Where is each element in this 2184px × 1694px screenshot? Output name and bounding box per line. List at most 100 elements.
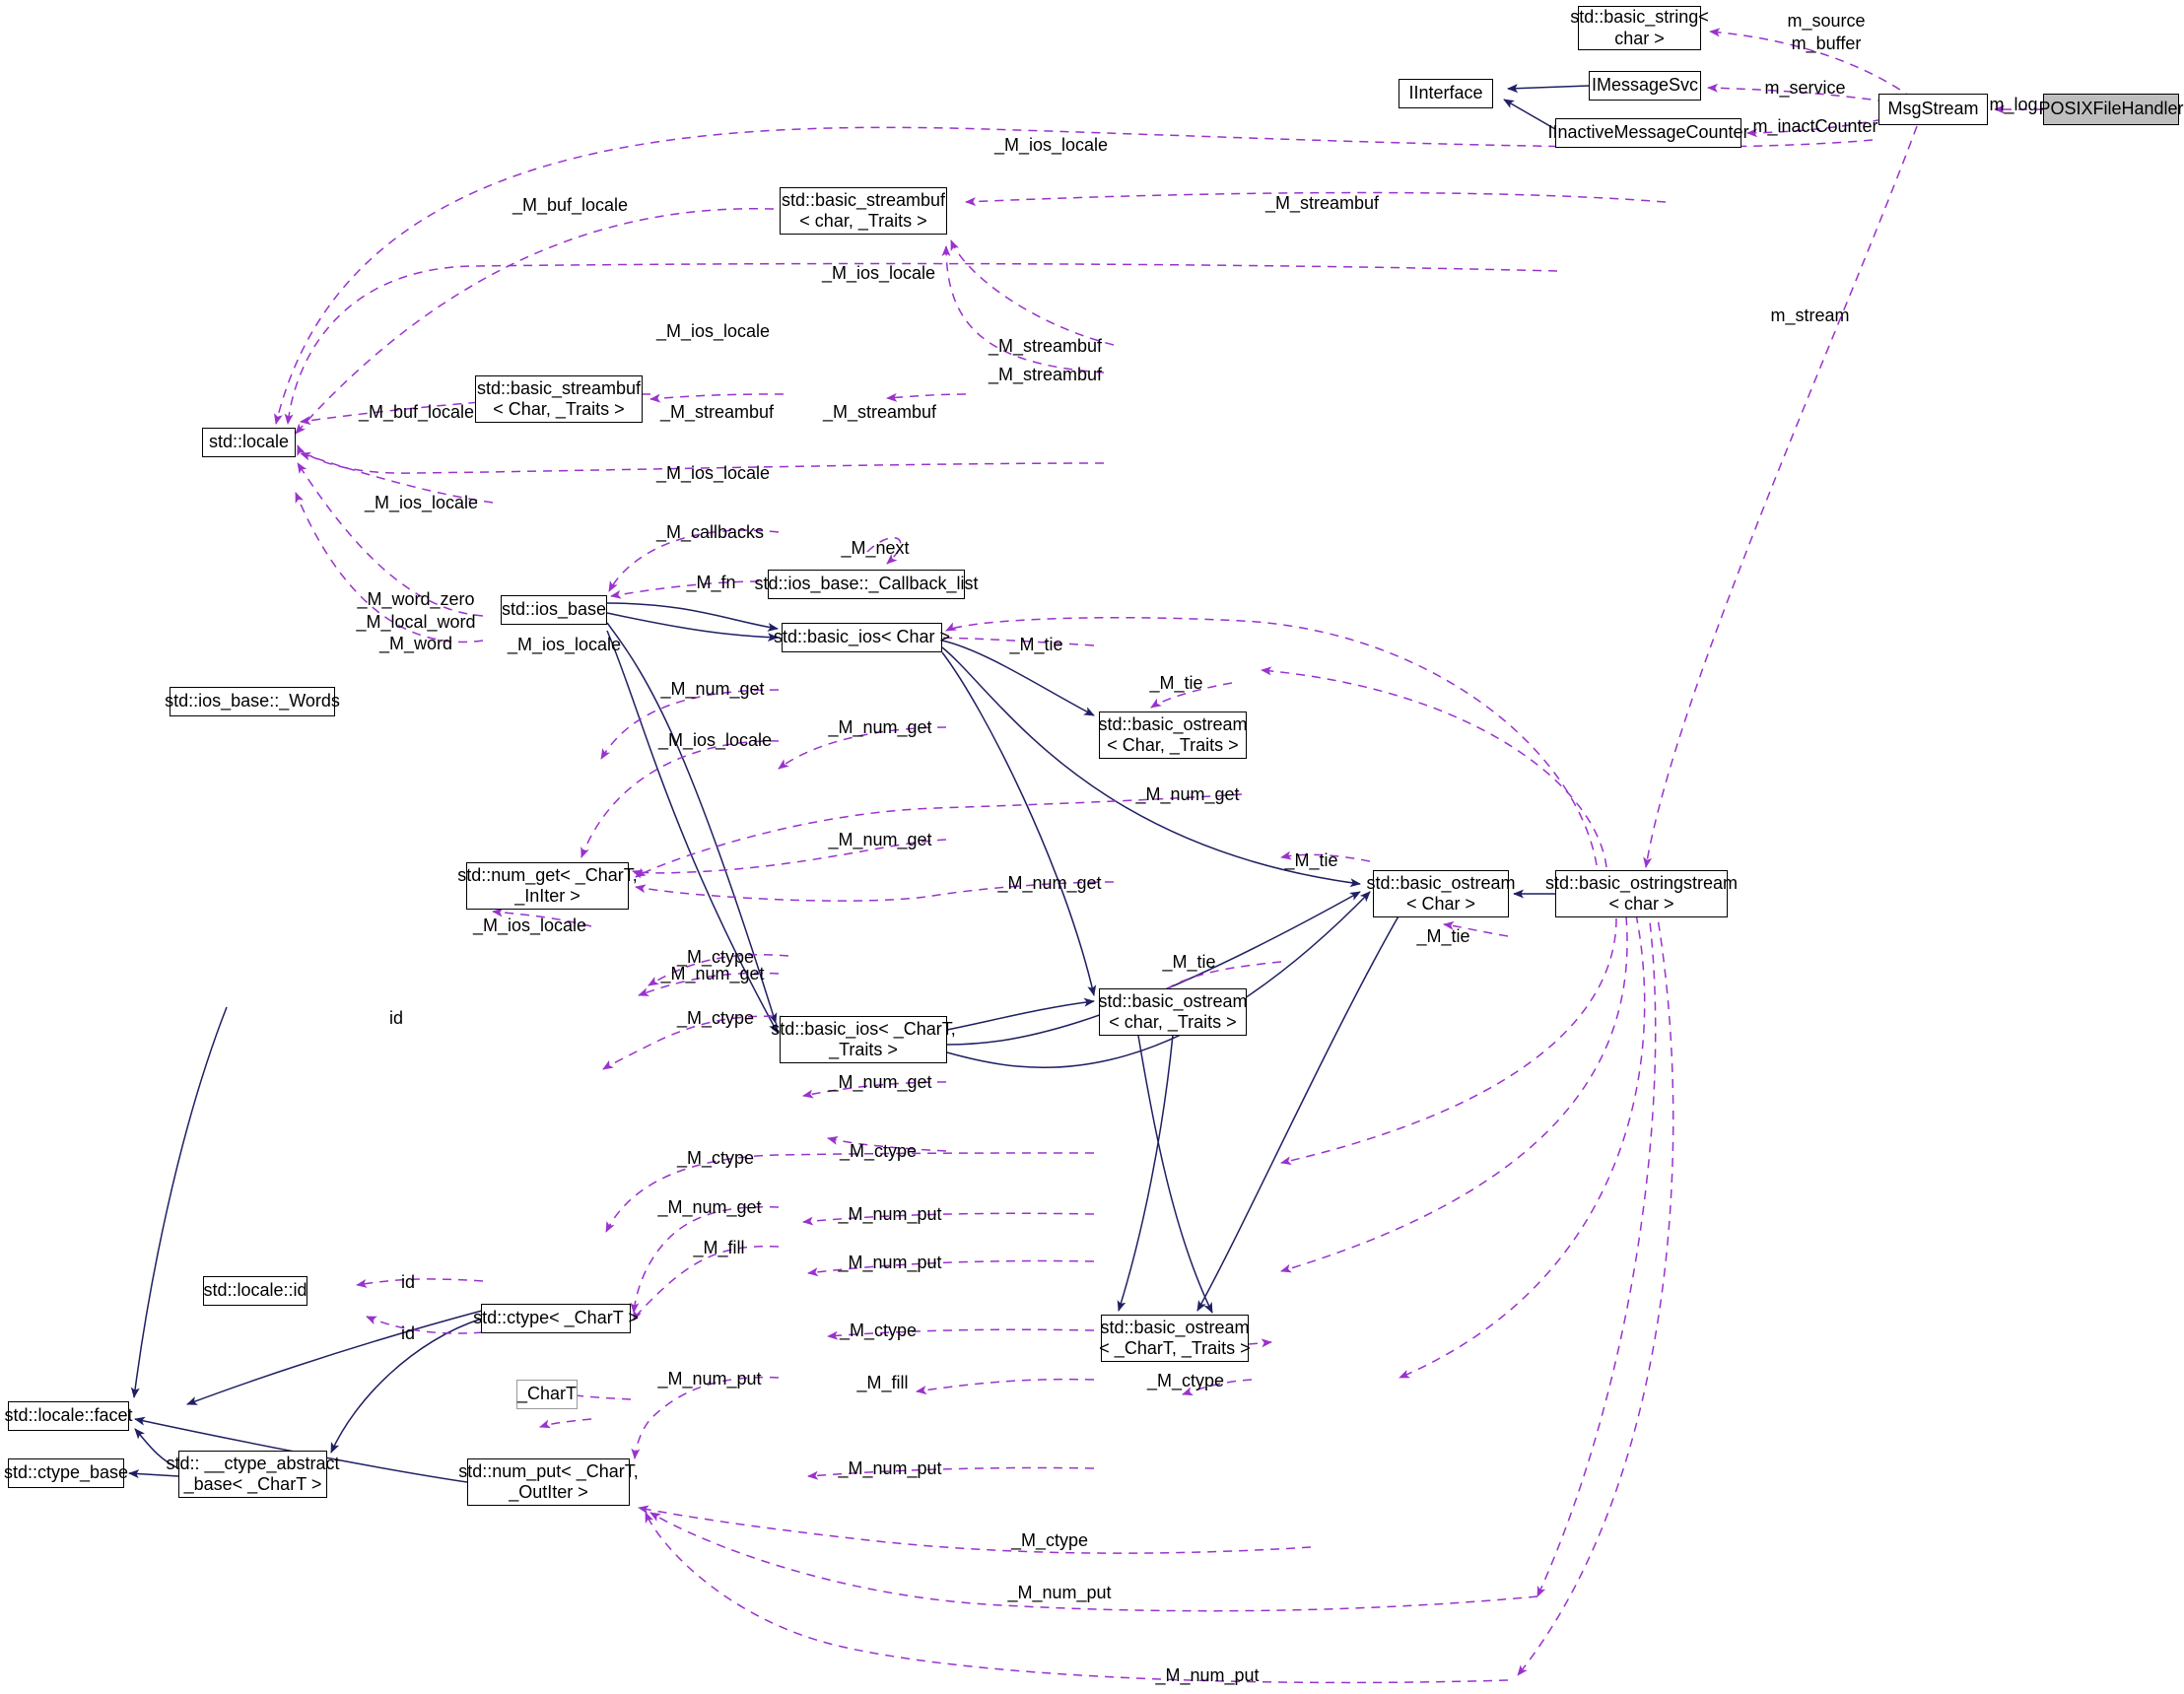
class-node-locale_facet[interactable]: std::locale::facet [4, 1401, 133, 1431]
class-node-ctype_abstract_base[interactable]: std:: __ctype_abstract_base< _CharT > [166, 1451, 340, 1498]
class-node-num_put[interactable]: std::num_put< _CharT,_OutIter > [458, 1458, 639, 1506]
class-node-label: std::basic_ostream [1100, 1317, 1250, 1337]
class-node-ios_base[interactable]: std::ios_base [501, 595, 607, 625]
edge-label: _M_tie [1149, 673, 1203, 693]
edge-label: _M_next [841, 538, 910, 558]
edge-label: _M_ios_locale [657, 730, 773, 750]
edge-label: m_inactCounter [1752, 116, 1878, 136]
class-node-basic_ostream_CharT_Traits[interactable]: std::basic_ostream< _CharT, _Traits > [1099, 1315, 1251, 1362]
class-node-iinterface[interactable]: IInterface [1399, 79, 1493, 108]
class-node-iinactivemessagecounter[interactable]: IInactiveMessageCounter [1547, 118, 1749, 148]
class-node-basic_ostringstream_char[interactable]: std::basic_ostringstream< char > [1545, 870, 1738, 917]
class-node-label-second-line: < char > [1608, 894, 1674, 914]
edge-label: _M_ctype [839, 1141, 918, 1161]
class-node-label: std::locale::facet [4, 1405, 133, 1426]
class-node-label-second-line: _base< _CharT > [183, 1474, 322, 1494]
class-node-label: std::ctype< _CharT > [473, 1308, 639, 1328]
edge-label: _M_num_put [1155, 1665, 1260, 1685]
class-node-label: std::num_put< _CharT, [458, 1460, 639, 1481]
edge-label: _M_tie [1162, 952, 1216, 972]
class-node-label: IInterface [1408, 83, 1483, 103]
class-node-basic_ostream_Char[interactable]: std::basic_ostream< Char > [1366, 870, 1516, 917]
class-node-msgstream[interactable]: MsgStream [1878, 94, 1988, 125]
class-node-label: std::basic_streambuf [781, 189, 946, 210]
edge-label: _M_buf_locale [512, 195, 629, 215]
class-node-label-second-line: < Char, _Traits > [493, 399, 625, 419]
class-node-num_get[interactable]: std::num_get< _CharT,_InIter > [457, 862, 638, 910]
class-node-basic_ostream_char_Traits[interactable]: std::basic_ostream< char, _Traits > [1098, 988, 1248, 1036]
class-node-label: std::basic_ostringstream [1544, 872, 1739, 893]
class-node-locale_id[interactable]: std::locale::id [203, 1276, 307, 1306]
edge-label: _M_fill [693, 1238, 745, 1257]
edge-label: _M_ctype [1010, 1530, 1089, 1550]
edge-label: _M_num_get [997, 873, 1102, 893]
edge-label: id [400, 1323, 415, 1343]
class-node-ctype_CharT[interactable]: std::ctype< _CharT > [473, 1304, 639, 1333]
class-node-label-second-line: _Traits > [829, 1040, 898, 1059]
edge-label: _M_callbacks [655, 522, 765, 542]
class-node-label: std::basic_ostream [1366, 872, 1516, 893]
edge-label: m_source m_buffer [1787, 11, 1866, 53]
class-node-label: std::basic_ios< _CharT, [771, 1018, 956, 1039]
class-node-basic_ios_CharT_Traits[interactable]: std::basic_ios< _CharT,_Traits > [771, 1016, 956, 1063]
class-node-label: std::locale [208, 432, 290, 452]
class-node-ctype_base[interactable]: std::ctype_base [4, 1458, 128, 1488]
class-node-label: std::num_get< _CharT, [457, 864, 638, 885]
class-node-label-second-line: _InIter > [514, 886, 580, 906]
edge-label: _M_num_put [838, 1204, 942, 1224]
class-node-label-second-line: < char, _Traits > [799, 211, 927, 231]
edge-label: _M_ios_locale [655, 321, 771, 341]
class-node-label: POSIXFileHandler [2038, 99, 2184, 119]
edge-label: _M_ios_locale [655, 463, 771, 483]
class-node-label: IInactiveMessageCounter [1547, 122, 1749, 143]
class-node-label: std::ios_base [501, 599, 607, 620]
edge-label: _M_ios_locale [364, 493, 479, 512]
class-node-chart_node[interactable]: _CharT [516, 1380, 578, 1409]
edge-label: _M_num_get [660, 964, 765, 983]
edge-label: id [388, 1008, 403, 1028]
class-node-label: std::ctype_base [3, 1462, 129, 1483]
edge-label: _M_num_put [657, 1369, 762, 1389]
edge-label: _M_num_get [828, 830, 932, 849]
edge-label: _M_num_get [828, 717, 932, 737]
class-node-basic_ios_Char[interactable]: std::basic_ios< Char > [774, 623, 950, 652]
class-node-label: std::ios_base::_Callback_list [754, 574, 979, 594]
edge-label: _M_tie [1009, 635, 1063, 654]
edge-label: _M_tie [1284, 850, 1338, 870]
class-node-label: MsgStream [1887, 99, 1979, 119]
edge-label: _M_ios_locale [472, 915, 587, 935]
edge-label: id [400, 1272, 415, 1292]
edge-label: _M_fn [686, 573, 736, 592]
edge-label: _M_ctype [676, 1148, 755, 1168]
class-node-callback_list[interactable]: std::ios_base::_Callback_list [754, 570, 979, 599]
edge-label: _M_word_zero _M_local_word _M_word [356, 589, 476, 653]
class-node-basic_streambuf_char[interactable]: std::basic_streambuf< char, _Traits > [780, 187, 947, 235]
class-node-basic_ostream_Char_Traits[interactable]: std::basic_ostream< Char, _Traits > [1098, 711, 1248, 759]
class-node-label-second-line: < Char > [1405, 894, 1476, 914]
edge-label: _M_streambuf [1264, 193, 1380, 213]
class-node-ios_base_words[interactable]: std::ios_base::_Words [165, 687, 340, 716]
edge-label: _M_num_put [1007, 1583, 1112, 1602]
class-node-locale[interactable]: std::locale [202, 428, 296, 457]
edge-label: _M_ios_locale [821, 263, 936, 283]
edge-label: _M_num_put [838, 1253, 942, 1272]
class-node-label-second-line: < _CharT, _Traits > [1099, 1338, 1251, 1358]
class-node-imessagesvc[interactable]: IMessageSvc [1589, 71, 1701, 101]
edge-label: _M_num_put [838, 1458, 942, 1478]
class-node-label: std::basic_ostream [1098, 990, 1248, 1011]
class-node-posixfilehandler[interactable]: POSIXFileHandler [2038, 94, 2184, 125]
edge-label: _M_ios_locale [507, 635, 622, 654]
class-node-label: std::basic_string< [1570, 7, 1709, 28]
class-node-label-second-line: _OutIter > [509, 1482, 588, 1502]
class-node-label: std::ios_base::_Words [165, 691, 340, 711]
class-node-label: std:: __ctype_abstract [166, 1453, 340, 1473]
edge-label: _M_streambuf [822, 402, 937, 422]
class-node-basic_string_char[interactable]: std::basic_string<char > [1570, 6, 1709, 50]
edge-label: m_stream [1770, 305, 1850, 325]
class-node-basic_streambuf_Char[interactable]: std::basic_streambuf< Char, _Traits > [475, 375, 643, 423]
class-node-label-second-line: char > [1614, 28, 1665, 48]
class-node-label-second-line: < char, _Traits > [1109, 1012, 1237, 1032]
edge-label: _M_num_get [1135, 784, 1240, 804]
